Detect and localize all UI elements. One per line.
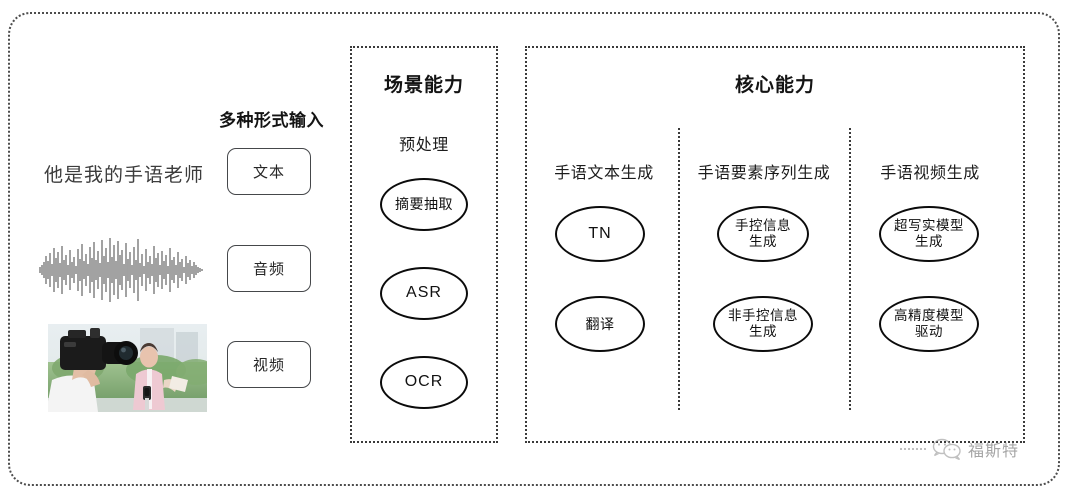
watermark-dot-line xyxy=(900,448,926,450)
node-photorealistic-model-generation[interactable]: 超写实模型 生成 xyxy=(879,206,979,262)
core-column-divider-2 xyxy=(849,128,851,410)
node-label: 高精度模型 驱动 xyxy=(894,308,964,339)
sample-sentence: 他是我的手语老师 xyxy=(44,165,205,186)
wechat-icon xyxy=(932,438,961,460)
node-non-manual-info-generation[interactable]: 非手控信息 生成 xyxy=(713,296,813,352)
node-asr[interactable]: ASR xyxy=(380,267,468,320)
core-column-label-2: 手语要素序列生成 xyxy=(697,165,831,182)
node-label: 翻译 xyxy=(585,315,615,332)
node-high-precision-model-driving[interactable]: 高精度模型 驱动 xyxy=(879,296,979,352)
core-capability-title: 核心能力 xyxy=(734,75,815,96)
modality-pill-text[interactable]: 文本 xyxy=(227,148,311,195)
node-label: 手控信息 生成 xyxy=(735,218,791,249)
node-label: 摘要抽取 xyxy=(395,196,453,213)
modality-pill-video[interactable]: 视频 xyxy=(227,341,311,388)
core-capability-panel: 核心能力 xyxy=(525,46,1025,443)
core-column-divider-1 xyxy=(678,128,680,410)
modality-pill-video-label: 视频 xyxy=(252,357,285,374)
audio-waveform-icon xyxy=(36,236,208,304)
node-translation[interactable]: 翻译 xyxy=(555,296,645,352)
node-label: TN xyxy=(588,224,612,242)
core-column-label-1: 手语文本生成 xyxy=(554,165,654,182)
scene-group-label: 预处理 xyxy=(399,137,449,154)
node-label: 超写实模型 生成 xyxy=(894,218,964,249)
video-thumbnail-icon xyxy=(48,324,207,412)
node-label: 非手控信息 生成 xyxy=(728,308,798,339)
modality-pill-text-label: 文本 xyxy=(252,164,285,181)
scene-capability-panel: 场景能力 xyxy=(350,46,498,443)
core-column-label-3: 手语视频生成 xyxy=(880,165,980,182)
node-manual-info-generation[interactable]: 手控信息 生成 xyxy=(717,206,809,262)
modality-pill-audio[interactable]: 音频 xyxy=(227,245,311,292)
node-label: ASR xyxy=(406,284,442,302)
node-label: OCR xyxy=(404,373,444,391)
node-ocr[interactable]: OCR xyxy=(380,356,468,409)
node-summary-extraction[interactable]: 摘要抽取 xyxy=(380,178,468,231)
modality-pill-audio-label: 音频 xyxy=(252,261,285,278)
scene-capability-title: 场景能力 xyxy=(383,75,464,96)
watermark: 福斯特 xyxy=(900,437,1019,461)
watermark-text: 福斯特 xyxy=(968,443,1020,460)
node-tn[interactable]: TN xyxy=(555,206,645,262)
outer-frame xyxy=(8,12,1060,486)
input-caption: 多种形式输入 xyxy=(219,111,324,130)
